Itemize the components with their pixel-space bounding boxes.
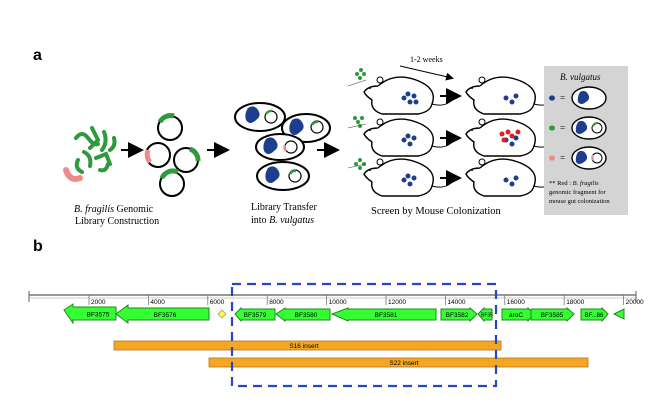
svg-text:BF3579: BF3579 [244,312,267,319]
gene-bf3575: BF3575 [63,303,117,325]
genomic-fragments-icon [63,126,117,182]
library-transfer-caption-line2: into B. vulgatus [251,215,314,226]
bacterium-3 [255,133,305,161]
svg-text:BF3575: BF3575 [87,312,110,319]
common-region-highlight-box [230,282,498,388]
panel-a-label: a [33,47,42,64]
yellow-marker [217,309,227,319]
coordinate-ruler: 2000 4000 6000 8000 10000 12000 14000 16000 1800… [28,291,644,306]
legend-row-1: = [549,86,607,110]
svg-text:BF...86: BF...86 [585,313,604,319]
legend-note-line1: ** Red : B. fragilis [549,180,599,187]
ruler-tick-label: 18000 [566,299,584,306]
legend-row-2: = [549,116,607,140]
ruler-tick-label: 16000 [507,299,525,306]
svg-text:BF3581: BF3581 [375,312,398,319]
ruler-tick-label: 6000 [210,299,225,306]
ruler-tick-label: 2000 [91,299,106,306]
svg-text:BF3582: BF3582 [446,312,469,319]
legend-title: B. vulgatus [560,72,601,82]
gene-aroc: aroC [501,306,535,323]
legend-box: B. vulgatus = = = ** Red : B. fragilis g… [544,66,628,215]
gene-track: BF3575 BF3576 BF3579 BF3580 BF3581 BF358… [63,303,625,325]
mouse-2-icon [347,116,455,157]
plasmid-library-icon [144,113,201,197]
screen-caption: Screen by Mouse Colonization [371,206,502,217]
gene-bf3585: BF3585 [530,306,575,323]
ruler-tick-label: 12000 [388,299,406,306]
svg-text:BF3576: BF3576 [154,312,177,319]
svg-text:=: = [560,93,565,103]
insert-s16: S16 insert [113,340,502,351]
gene-bf3581: BF3581 [330,307,437,322]
library-transfer-caption-line1: Library Transfer [251,202,317,213]
gene-bf3579: BF3579 [234,306,276,323]
genomic-library-caption-line1: B. fragilis Genomic [74,204,154,215]
ruler-tick-label: 20000 [626,299,644,306]
ruler-tick-label: 4000 [150,299,165,306]
gene-bf3582: BF3582 [440,306,478,323]
legend-row-3: = [549,146,607,170]
svg-text:BF35: BF35 [481,313,493,319]
mouse-6-icon [465,158,557,197]
svg-text:BF3585: BF3585 [541,312,564,319]
mouse-group-before [347,68,455,197]
mouse-3-icon [347,158,455,197]
bacterium-2 [281,113,331,143]
bacterium-4 [256,161,310,191]
mouse-1-icon [347,68,455,115]
gene-bf3583: BF35 [477,306,493,323]
arrow-duration [399,65,454,81]
gene-bf3576: BF3576 [115,304,210,324]
panel-b-label: b [33,238,43,255]
insert-s22: S22 insert [208,357,589,368]
bacterium-1 [234,102,286,132]
ruler-tick-label: 14000 [447,299,465,306]
svg-text:=: = [560,123,565,133]
duration-label: 1-2 weeks [410,55,443,64]
gene-small-arrow [612,308,625,320]
svg-text:BF3580: BF3580 [295,312,318,319]
legend-note-line3: mouse gut colonization [549,198,610,205]
mouse-group-after [465,76,557,197]
ruler-tick-label: 8000 [269,299,284,306]
legend-note-line2: genomic fragment for [549,189,607,196]
svg-text:S16 insert: S16 insert [289,343,318,350]
svg-text:=: = [560,153,565,163]
gene-bf3580: BF3580 [275,307,331,323]
gene-bf3586: BF...86 [580,306,609,323]
mouse-5-icon [465,118,557,157]
ruler-tick-label: 10000 [329,299,347,306]
svg-text:aroC: aroC [509,312,523,319]
genomic-library-caption-line2: Library Construction [75,216,159,227]
svg-text:S22 insert: S22 insert [389,360,418,367]
transformed-bacteria-icon [234,102,331,191]
mouse-4-icon [465,76,557,115]
